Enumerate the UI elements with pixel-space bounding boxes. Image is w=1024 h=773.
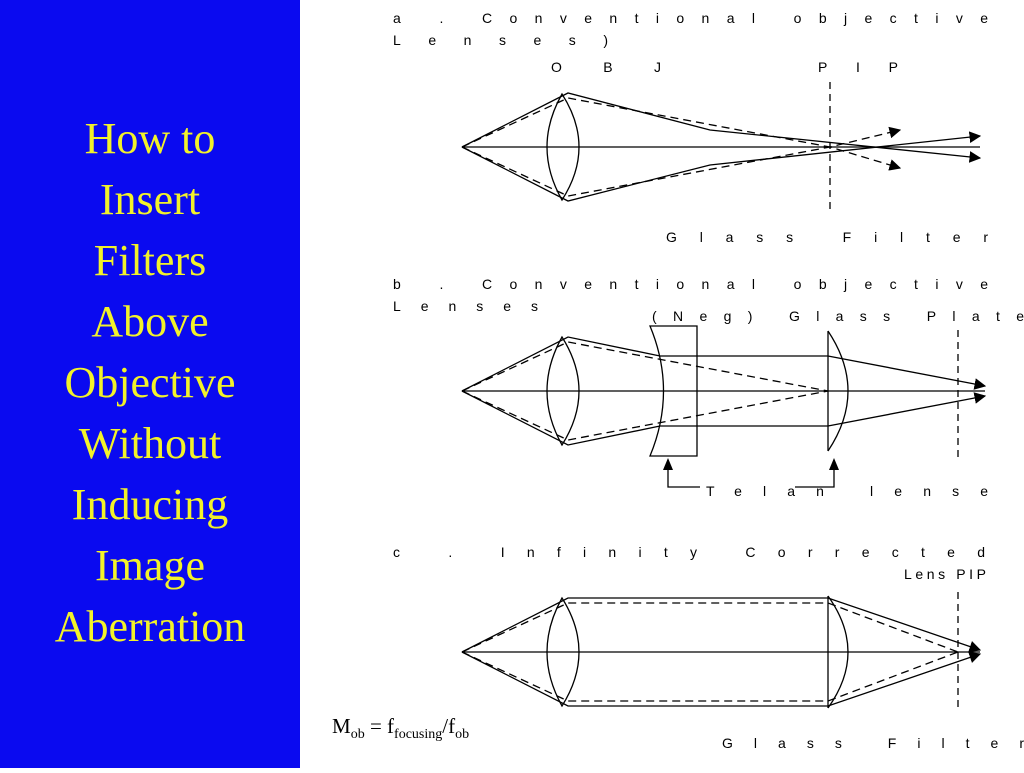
negative-glass-plate <box>649 325 698 457</box>
formula-slash: /f <box>442 714 456 738</box>
objective-label: OBJ <box>551 59 661 75</box>
lens-pip-label: Lens PIP <box>904 566 986 582</box>
ray-dashed <box>461 97 902 171</box>
ray-solid <box>461 336 987 392</box>
panel-a-heading: a . Conventional objective <box>393 10 988 26</box>
objective-lens <box>546 335 580 447</box>
neg-glass-plate-label: (Neg) Glass Plate <box>652 308 1024 324</box>
callout-line <box>667 462 700 488</box>
tube-lens <box>827 595 849 709</box>
title-line: Inducing <box>71 480 229 529</box>
title-line: Filters <box>93 236 207 285</box>
glass-filter-label: Glass Filter <box>722 735 1024 751</box>
ray-dashed <box>461 341 829 392</box>
panel-b-heading-cont: Lenses <box>393 298 538 314</box>
telan-lens <box>827 330 849 452</box>
optics-diagram: a . Conventional objective Lenses) OBJ P… <box>300 0 1024 768</box>
ray-solid <box>461 651 982 707</box>
panel-c-heading: c . Infinity Corrected <box>393 544 985 560</box>
formula-f1-sub: focusing <box>394 727 443 743</box>
title-line: Objective <box>64 358 236 407</box>
slide-title: How to Insert Filters Above Objective Wi… <box>0 108 300 657</box>
panel-a-heading-cont: Lenses) <box>393 32 608 48</box>
ray-dashed <box>461 390 829 441</box>
title-line: Without <box>78 419 222 468</box>
formula-m: M <box>332 714 351 738</box>
panel-b: b . Conventional objective Lenses (Neg) … <box>393 276 1024 499</box>
formula-f2-sub: ob <box>455 727 470 743</box>
title-line: Above <box>91 297 209 346</box>
callout-line <box>795 462 835 488</box>
title-line: Image <box>95 541 205 590</box>
ray-solid <box>461 131 982 202</box>
panel-a: a . Conventional objective Lenses) OBJ P… <box>393 10 988 245</box>
objective-lens <box>546 596 580 708</box>
magnification-formula: Mob = ffocusing/fob <box>332 714 469 743</box>
ray-dashed <box>461 651 959 702</box>
title-line: Insert <box>99 175 201 224</box>
ray-solid <box>461 92 982 163</box>
formula-eq: = f <box>364 714 395 738</box>
optics-diagram-svg: a . Conventional objective Lenses) OBJ P… <box>393 10 1024 751</box>
panel-c: c . Infinity Corrected Lens PIP Glass Fi… <box>393 544 1024 751</box>
title-line: How to <box>84 114 216 163</box>
formula-m-sub: ob <box>350 727 365 743</box>
callout-arrowhead <box>829 458 839 470</box>
panel-b-heading: b . Conventional objective <box>393 276 988 292</box>
glass-filter-label: Glass Filter <box>666 229 988 245</box>
title-panel: How to Insert Filters Above Objective Wi… <box>0 0 300 768</box>
telan-lens-label: Telan lense <box>706 483 988 499</box>
ray-dashed <box>461 602 959 653</box>
ray-solid <box>461 597 982 653</box>
callout-arrowhead <box>663 458 673 470</box>
pip-label: PIP <box>818 59 898 75</box>
ray-solid <box>461 390 987 446</box>
objective-lens <box>546 92 580 202</box>
ray-dashed <box>461 126 902 197</box>
title-line: Aberration <box>54 602 246 651</box>
